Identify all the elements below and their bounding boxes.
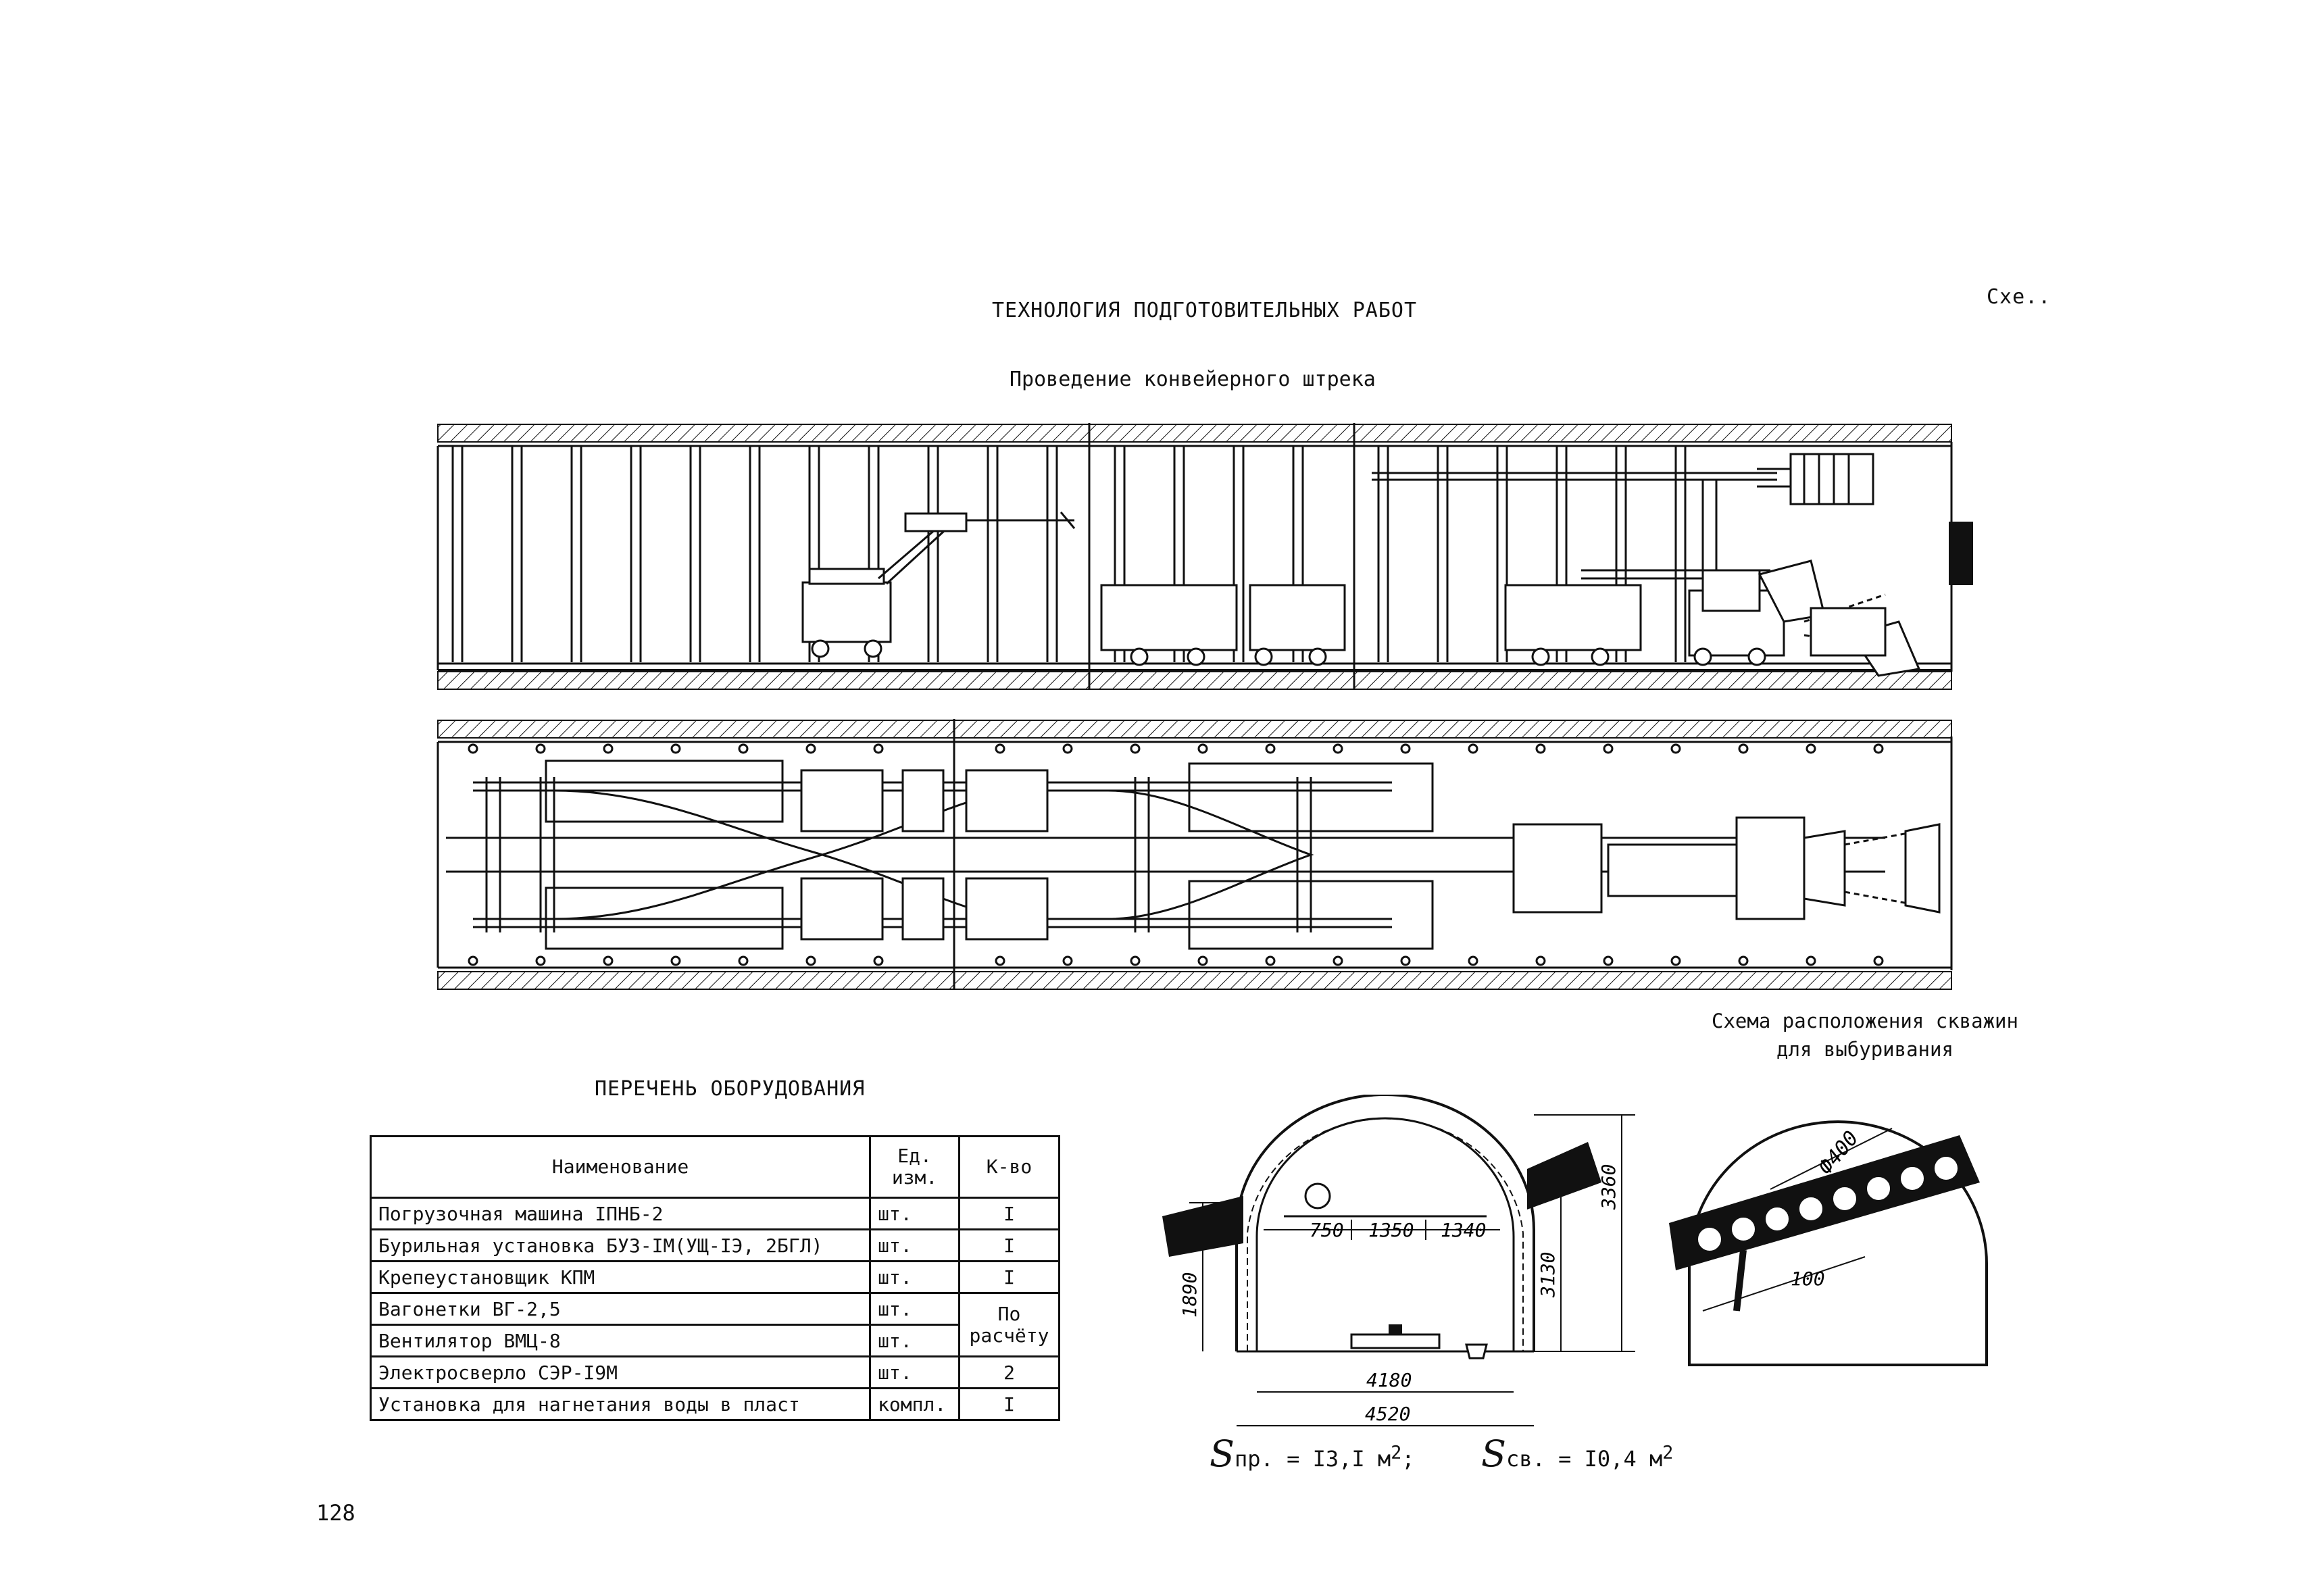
row-name: Погрузочная машина IПНБ-2: [369, 1197, 872, 1230]
scheme-label: Схе..: [1987, 285, 2051, 309]
s-sv-value: = I0,4 м: [1558, 1446, 1663, 1472]
s-sv-symbol: S: [1481, 1432, 1507, 1475]
drilling-rig: [801, 512, 1076, 658]
borehole-spacing: 100: [1791, 1268, 1825, 1290]
row-qty: I: [958, 1197, 1060, 1230]
table-row: Бурильная установка БУЗ-IМ(УЩ-IЭ, 2БГЛ) …: [369, 1228, 1060, 1262]
table-header-row: Наименование Ед. изм. К-во: [369, 1135, 1060, 1199]
s-pr-value: = I3,I м: [1287, 1446, 1391, 1472]
coal-seam-right: [1527, 1142, 1601, 1210]
table-row: Вентилятор ВМЦ-8 шт.: [369, 1324, 1060, 1357]
sleepers: [485, 777, 1312, 932]
outer-arch: [1235, 1095, 1535, 1351]
s-pr-subscript: пр.: [1235, 1446, 1274, 1472]
row-unit: шт.: [869, 1324, 961, 1357]
roof-bolts: [468, 743, 1884, 966]
s-pr-exponent: 2: [1391, 1442, 1402, 1464]
s-sv-exponent: 2: [1662, 1442, 1674, 1464]
row-qty: I: [958, 1260, 1060, 1294]
dim-3360: 3360: [1597, 1164, 1620, 1210]
borehole-title: Схема расположения скважин для выбуриван…: [1689, 1007, 2041, 1064]
column-header-unit: Ед. изм.: [869, 1135, 961, 1199]
row-name: Установка для нагнетания воды в пласт: [369, 1387, 872, 1421]
page-number: 128: [316, 1500, 355, 1526]
row-qty: По расчёту: [958, 1292, 1060, 1357]
diagram-subtitle: Проведение конвейерного штрека: [1010, 368, 1376, 391]
area-formula: Sпр. = I3,I м2; Sсв. = I0,4 м2: [1210, 1432, 1673, 1475]
vent-pipe: [1304, 1182, 1331, 1210]
row-unit: шт.: [869, 1292, 961, 1326]
equipment-table: Наименование Ед. изм. К-во Погрузочная м…: [369, 1135, 1060, 1421]
row-name: Крепеустановщик КПМ: [369, 1260, 872, 1294]
row-unit: компл.: [869, 1387, 961, 1421]
loading-machine: [1688, 559, 1921, 677]
dim-4520: 4520: [1365, 1403, 1410, 1425]
side-elevation-diagram: [437, 423, 1973, 690]
floor-hatching: [437, 671, 1952, 690]
s-pr-symbol: S: [1210, 1432, 1235, 1475]
cross-section-diagram: 750 1350 1340 4180 4520 1890 3130 3360: [1162, 1095, 1635, 1426]
column-header-name: Наименование: [369, 1135, 872, 1199]
borehole-circles: [1698, 1157, 1958, 1251]
wagons-plan: [545, 759, 1434, 950]
support-installer: [1372, 453, 1874, 581]
row-unit: шт.: [869, 1197, 961, 1230]
dim-3130: 3130: [1537, 1252, 1559, 1298]
table-row: Погрузочная машина IПНБ-2 шт. I: [369, 1197, 1060, 1230]
face-block: [1949, 522, 1973, 585]
roof-hatching: [437, 424, 1952, 443]
dim-1890: 1890: [1178, 1272, 1201, 1318]
dim-1350: 1350: [1368, 1219, 1414, 1241]
formula-separator: ;: [1401, 1446, 1415, 1472]
borehole-title-line2: для выбуривания: [1776, 1038, 1953, 1061]
loader-plan: [1512, 816, 1941, 920]
row-qty: 2: [958, 1355, 1060, 1389]
support-frames: [451, 446, 1687, 662]
dim-1340: 1340: [1441, 1219, 1486, 1241]
dim-4180: 4180: [1366, 1369, 1412, 1391]
mine-wagons: [1100, 584, 1642, 666]
row-name: Электросверло СЭР-I9М: [369, 1355, 872, 1389]
plan-view-diagram: [437, 719, 1953, 990]
table-row: Установка для нагнетания воды в пласт ко…: [369, 1387, 1060, 1421]
dim-750: 750: [1310, 1219, 1344, 1241]
table-row: Вагонетки ВГ-2,5 шт. По расчёту: [369, 1292, 1060, 1357]
row-unit: шт.: [869, 1228, 961, 1262]
table-row: Крепеустановщик КПМ шт. I: [369, 1260, 1060, 1294]
table-row: Электросверло СЭР-I9М шт. 2: [369, 1355, 1060, 1389]
borehole-title-line1: Схема расположения скважин: [1712, 1009, 2018, 1032]
row-unit: шт.: [869, 1355, 961, 1389]
page-title: ТЕХНОЛОГИЯ ПОДГОТОВИТЕЛЬНЫХ РАБОТ: [992, 299, 1418, 322]
row-name: Вагонетки ВГ-2,5: [369, 1292, 872, 1326]
s-sv-subscript: св.: [1506, 1446, 1545, 1472]
row-name: Вентилятор ВМЦ-8: [369, 1324, 872, 1357]
row-qty: I: [958, 1228, 1060, 1262]
row-name: Бурильная установка БУЗ-IМ(УЩ-IЭ, 2БГЛ): [369, 1228, 872, 1262]
equipment-heading: ПЕРЕЧЕНЬ ОБОРУДОВАНИЯ: [595, 1077, 866, 1101]
borehole-diagram: Ф400 100: [1669, 1120, 1988, 1366]
row-qty: I: [958, 1387, 1060, 1421]
column-header-qty: К-во: [958, 1135, 1060, 1199]
row-unit: шт.: [869, 1260, 961, 1294]
